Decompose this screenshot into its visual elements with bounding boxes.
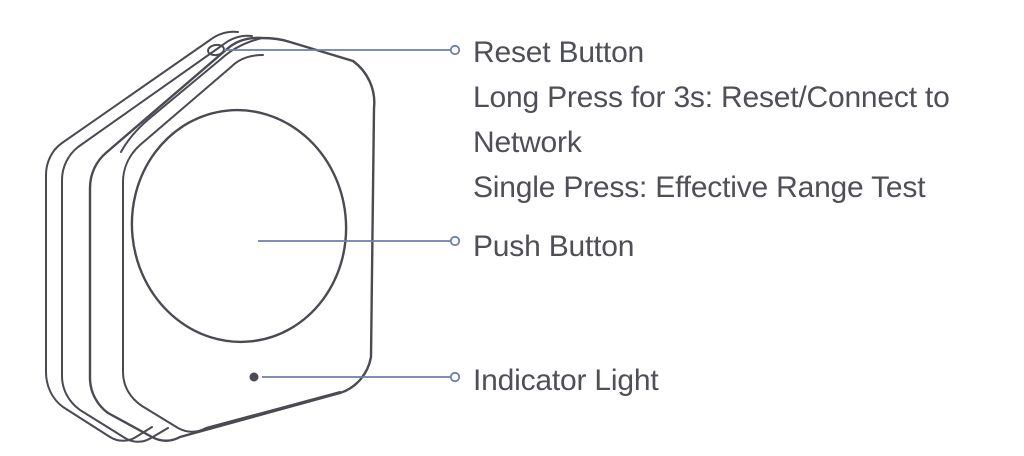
- callout-detail-single-press: Single Press: Effective Range Test: [473, 171, 926, 204]
- mid-body-outline: [61, 34, 253, 443]
- push-button-face: [130, 108, 348, 344]
- callout-push-button: Push Button: [473, 224, 634, 269]
- callout-title-reset-button: Reset Button: [473, 36, 645, 69]
- leader-lines-group: [224, 44, 461, 383]
- leader-marker-push-button: [449, 235, 461, 247]
- reset-hole: [207, 43, 225, 57]
- front-face-outline: [88, 36, 376, 442]
- front-face-inner-edge: [122, 54, 341, 433]
- callout-reset-button: Reset Button Long Press for 3s: Reset/Co…: [473, 30, 950, 210]
- top-bevel-edge: [120, 37, 263, 153]
- indicator-led-dot: [249, 372, 259, 382]
- callout-detail-long-press-cont: Network: [473, 126, 582, 159]
- callout-detail-long-press: Long Press for 3s: Reset/Connect to: [473, 81, 950, 114]
- leader-marker-indicator-light: [449, 371, 461, 383]
- leader-marker-reset-button: [449, 44, 461, 56]
- callout-title-push-button: Push Button: [473, 230, 635, 263]
- callout-title-indicator-light: Indicator Light: [473, 364, 659, 397]
- callout-indicator-light: Indicator Light: [473, 358, 659, 403]
- device-outline-group: [45, 30, 376, 443]
- back-plate-outline: [45, 30, 239, 442]
